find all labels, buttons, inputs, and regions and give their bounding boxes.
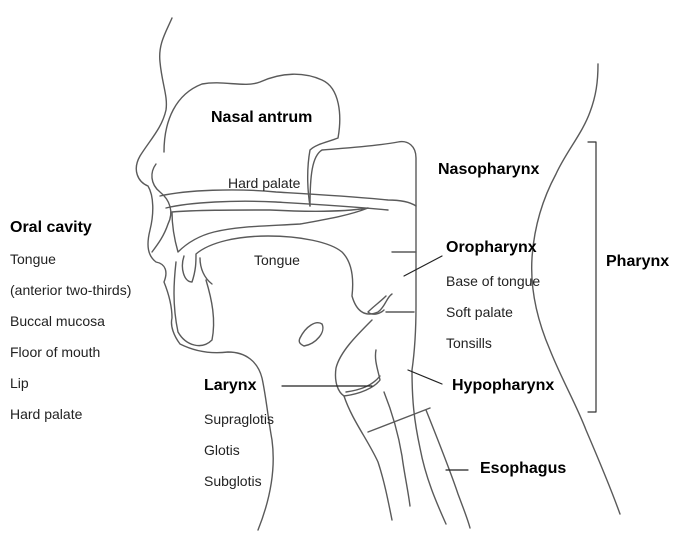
list-item: Glotis [204,443,240,457]
esophagus-back [426,410,470,528]
neck-back-outline [532,64,620,514]
pharynx-bracket [588,142,596,412]
label-esophagus: Esophagus [480,461,566,477]
list-item: (anterior two-thirds) [10,283,131,297]
list-item: Tongue [10,252,56,266]
label-nasal-antrum: Nasal antrum [211,110,312,126]
list-item: Floor of mouth [10,345,100,359]
oral-cavity-upper [172,208,368,252]
label-hard-palate: Hard palate [228,176,300,190]
hard-palate-inner [166,201,388,210]
trachea-back [384,392,410,506]
list-item: Subglotis [204,474,262,488]
list-item: Hard palate [10,407,82,421]
label-larynx: Larynx [204,378,256,394]
larynx-inner [346,376,380,392]
label-pharynx: Pharynx [606,254,669,270]
hyoid-outline [299,323,323,346]
list-item: Soft palate [446,305,513,319]
oropharynx-leader [404,256,442,276]
hypopharynx-leader [408,370,442,384]
hypopharynx-boundary [368,408,430,432]
label-oropharynx: Oropharynx [446,240,537,256]
tongue-outline [182,236,392,314]
list-item: Base of tongue [446,274,540,288]
label-tongue: Tongue [254,253,300,267]
label-oral-cavity: Oral cavity [10,220,92,236]
label-hypopharynx: Hypopharynx [452,378,554,394]
list-item: Buccal mucosa [10,314,105,328]
list-item: Lip [10,376,29,390]
trachea-front [344,396,392,520]
list-item: Tonsills [446,336,492,350]
list-item: Supraglotis [204,412,274,426]
label-nasopharynx: Nasopharynx [438,162,539,178]
larynx-outline [335,320,380,396]
